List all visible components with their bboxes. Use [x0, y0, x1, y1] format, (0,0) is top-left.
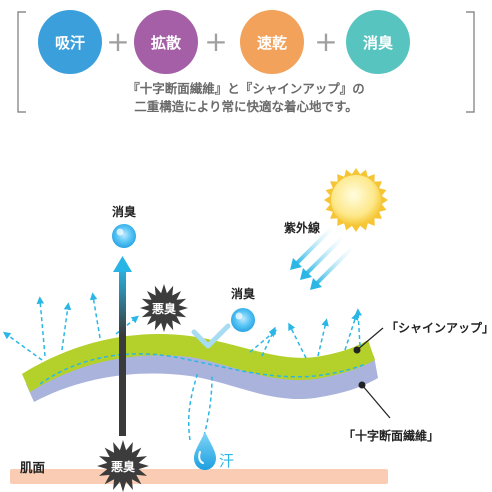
odor-up-arrow — [113, 256, 132, 436]
diffusion-arrows — [2, 292, 362, 361]
flow-line — [39, 353, 367, 385]
fiber-callout: 「十字断面繊維」 — [343, 381, 439, 443]
odor-burst-bottom: 悪臭 — [97, 440, 149, 492]
svg-text:悪臭: 悪臭 — [111, 459, 135, 474]
feature-row: 吸汗 + 拡散 + 速乾 + 消臭 『十字断面繊維』と『シャインアップ』の 二重… — [17, 10, 475, 114]
feature-circle-diffuse — [134, 10, 198, 74]
odor-burst-middle: 悪臭 — [140, 284, 188, 332]
deodorize-label-top: 消臭 — [112, 204, 136, 219]
feature-label-diffuse: 拡散 — [151, 34, 182, 52]
deodorized-bubble-top — [112, 224, 136, 248]
feature-circle-deodorize — [346, 10, 410, 74]
svg-text:悪臭: 悪臭 — [152, 301, 176, 316]
check-arrow — [191, 323, 231, 349]
feature-circle-absorb — [38, 10, 102, 74]
deodorized-bubble-mid — [231, 308, 255, 332]
caption-line-2: 二重構造により常に快適な着心地です。 — [134, 99, 358, 114]
fiber-label: 「十字断面繊維」 — [343, 428, 439, 443]
fabric-layers — [22, 333, 378, 402]
feature-label-deodorize: 消臭 — [363, 34, 393, 52]
skin-band — [10, 469, 388, 484]
caption-line-1: 『十字断面繊維』と『シャインアップ』の — [127, 81, 365, 96]
sweat-paths — [187, 371, 213, 441]
sun-icon — [324, 168, 388, 232]
plus-sign-3: + — [314, 25, 337, 58]
shineup-label: 「シャインアップ」 — [386, 320, 492, 335]
uv-arrows — [290, 224, 356, 290]
feature-circle-quickdry — [240, 10, 304, 74]
shineup-callout: 「シャインアップ」 — [353, 320, 492, 354]
plus-sign-1: + — [106, 25, 129, 58]
feature-label-quickdry: 速乾 — [257, 34, 287, 52]
uv-label: 紫外線 — [284, 220, 320, 235]
deodorize-label-mid: 消臭 — [231, 286, 255, 301]
feature-label-absorb: 吸汗 — [55, 34, 85, 52]
plus-sign-2: + — [204, 25, 227, 58]
fiber-layer — [26, 347, 378, 402]
sweat-drop-icon — [194, 432, 216, 470]
skin-label: 肌面 — [19, 460, 46, 475]
right-bracket — [466, 11, 475, 113]
sweat-label: 汗 — [219, 452, 234, 470]
left-bracket — [17, 11, 26, 113]
shineup-layer — [22, 333, 375, 392]
